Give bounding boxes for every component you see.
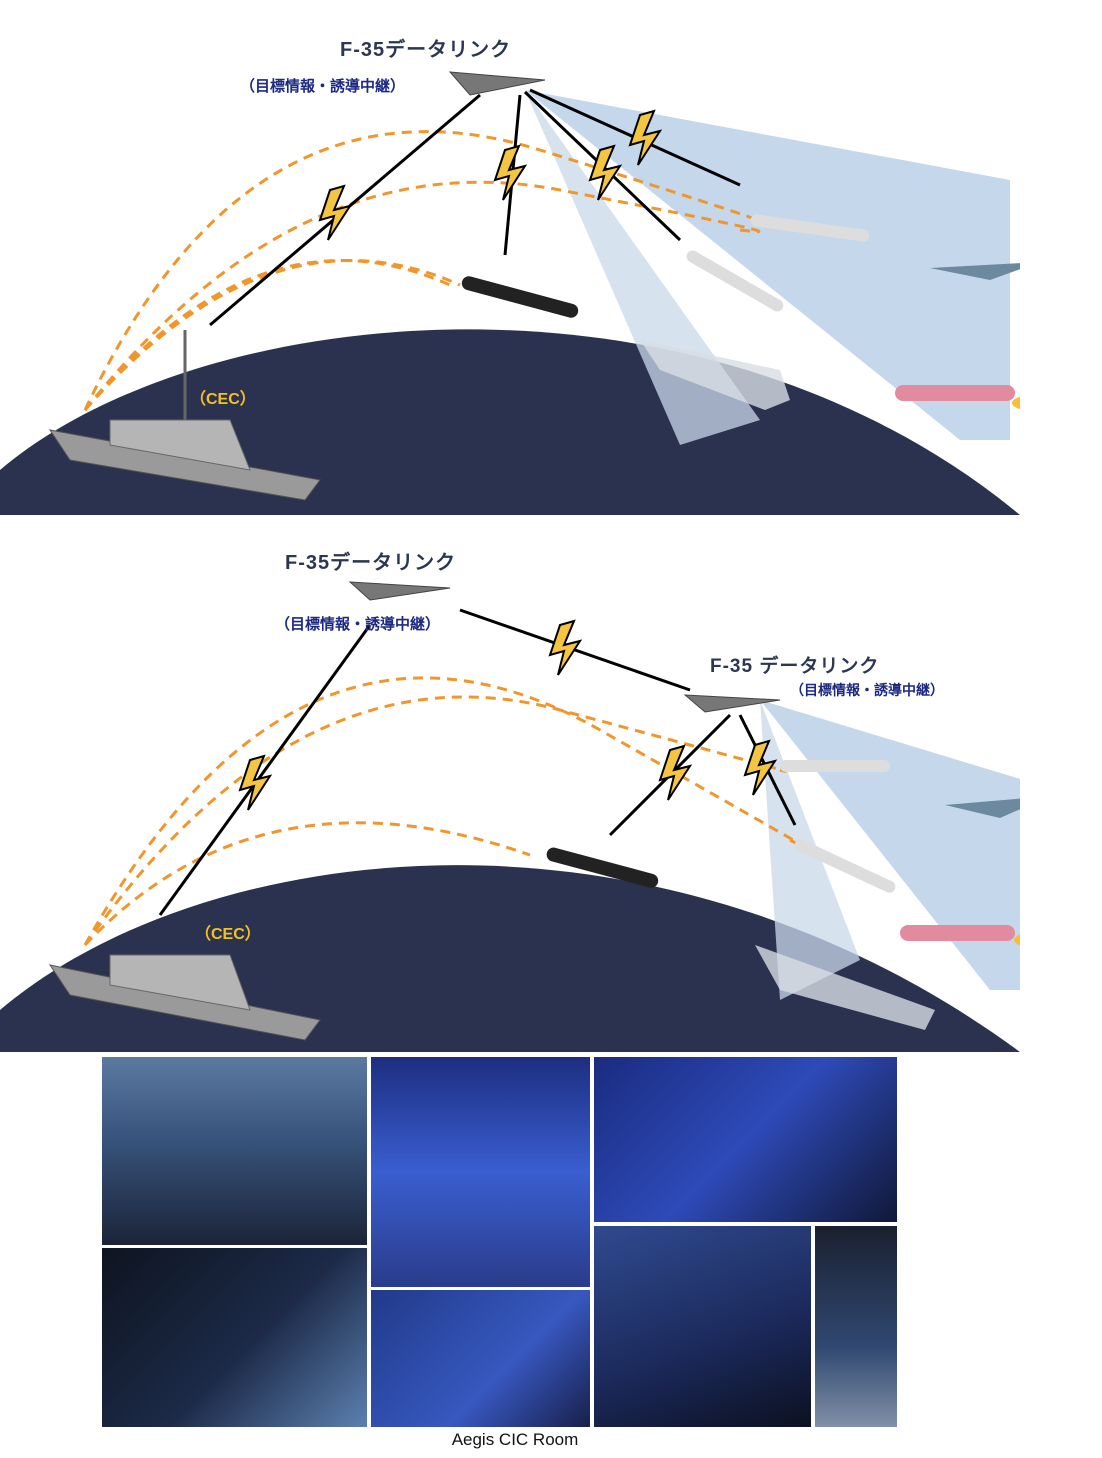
f35-aircraft bbox=[448, 71, 546, 96]
missile bbox=[794, 839, 896, 893]
globe bbox=[0, 865, 1020, 1052]
ship-superstructure bbox=[109, 954, 251, 1011]
cic-photo bbox=[815, 1226, 897, 1427]
enemy-missile bbox=[900, 925, 1015, 941]
f35-relay-title: F-35 データリンク bbox=[710, 656, 880, 677]
cic-photo bbox=[102, 1248, 367, 1427]
radar-beam bbox=[525, 90, 1010, 440]
f35-role-subtitle: （目標情報・誘導中継） bbox=[240, 78, 406, 95]
cruise-missile bbox=[546, 847, 659, 888]
missile bbox=[780, 760, 890, 772]
datalink-bolts bbox=[158, 608, 797, 916]
cec-label: （CEC） bbox=[195, 926, 261, 943]
f35-role-subtitle: （目標情報・誘導中継） bbox=[275, 616, 441, 633]
cec-label: （CEC） bbox=[190, 391, 256, 408]
panel-2 bbox=[0, 581, 1020, 1052]
friendly-ship-ghost bbox=[755, 945, 935, 1030]
missile bbox=[750, 214, 870, 242]
f35-datalink-title: F-35データリンク bbox=[285, 552, 457, 574]
panel-1 bbox=[0, 71, 1020, 515]
f35-relay-aircraft bbox=[683, 694, 781, 713]
missile-exhaust bbox=[1012, 396, 1020, 410]
enemy-fighter bbox=[930, 263, 1020, 280]
f35-relay-subtitle: （目標情報・誘導中継） bbox=[790, 682, 944, 698]
friendly-ship-ghost bbox=[640, 340, 790, 410]
datalink-bolts bbox=[209, 88, 741, 327]
cic-photo bbox=[594, 1226, 811, 1427]
enemy-fighter bbox=[945, 798, 1020, 818]
f35-datalink-title: F-35データリンク bbox=[340, 39, 512, 61]
radar-beam bbox=[760, 700, 1020, 990]
cic-photo bbox=[594, 1057, 897, 1222]
cic-photo bbox=[371, 1290, 590, 1427]
ship-superstructure bbox=[109, 419, 251, 471]
missile bbox=[686, 250, 784, 312]
cic-photo bbox=[371, 1057, 590, 1287]
missile-exhaust bbox=[1014, 934, 1020, 946]
f35-aircraft bbox=[348, 581, 451, 601]
enemy-missile bbox=[895, 385, 1015, 401]
cruise-missile bbox=[461, 276, 579, 318]
cic-photo bbox=[102, 1057, 367, 1245]
photo-caption: Aegis CIC Room bbox=[451, 1430, 579, 1449]
